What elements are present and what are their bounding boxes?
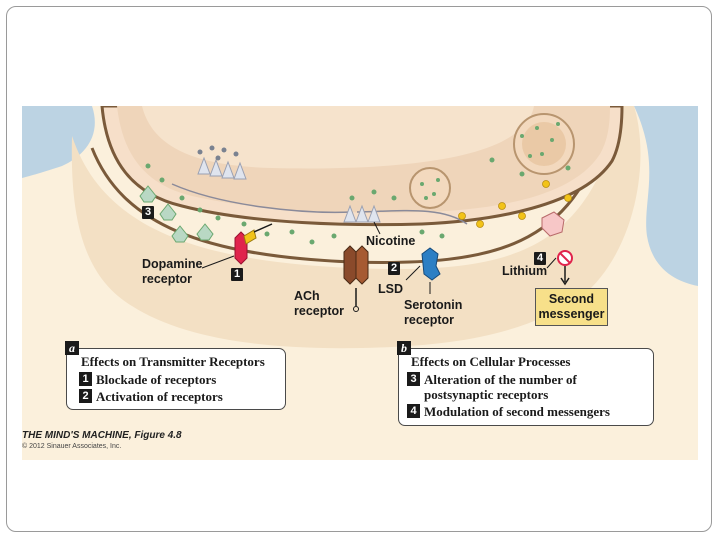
second-messenger-line2: messenger — [538, 307, 605, 321]
ach-ion — [353, 306, 359, 312]
terminal-cytoplasm — [142, 106, 534, 169]
serotonin-receptor-shape — [421, 247, 441, 281]
panel-a-item-2: 2 Activation of receptors — [79, 389, 223, 404]
transmitter-dots-green — [145, 122, 571, 245]
dopamine-leader — [201, 255, 235, 269]
dopamine-blocker-shape — [243, 229, 257, 245]
panel-receptor-effects: a Effects on Transmitter Receptors 1 Bloc… — [65, 341, 286, 410]
panel-b-item-2: postsynaptic receptors — [424, 387, 548, 402]
panel-a-item-1-num: 1 — [79, 372, 92, 386]
glia-right — [634, 106, 698, 286]
transmitter-dots-yellow — [458, 180, 572, 228]
figure-credit-title: THE MIND'S MACHINE, Figure 4.8 — [22, 430, 182, 441]
lithium-inhibit-slash — [559, 252, 571, 264]
panel-a-title: Effects on Transmitter Receptors — [81, 354, 265, 369]
panel-b-item-3: 4 Modulation of second messengers — [407, 404, 610, 419]
transmitter-dots-grey — [197, 145, 239, 161]
reuptake-path-left — [171, 183, 353, 214]
dopamine-receptor-shape — [234, 231, 248, 265]
panel-b-item-1-text: Alteration of the number of — [424, 372, 577, 387]
label-lsd: LSD — [378, 282, 403, 296]
label-nicotine: Nicotine — [366, 234, 416, 248]
transporters-lower — [343, 204, 381, 223]
nicotine-leader — [373, 221, 381, 235]
label-dopamine-receptor: receptor — [142, 272, 193, 286]
panel-b-title: Effects on Cellular Processes — [411, 354, 571, 369]
panel-a-item-1-text: Blockade of receptors — [96, 372, 217, 387]
panel-a-item-2-text: Activation of receptors — [96, 389, 223, 404]
marker-1: 1 — [231, 268, 243, 281]
lithium-leader — [546, 257, 557, 269]
label-serotonin-receptor: receptor — [404, 313, 455, 327]
vesicle-large-inner — [522, 122, 566, 166]
panel-a-item-1: 1 Blockade of receptors — [79, 372, 216, 387]
label-ach: ACh — [294, 289, 320, 303]
panel-b-item-3-num: 4 — [407, 404, 420, 418]
panel-b-item-2-text: postsynaptic receptors — [424, 387, 549, 402]
panel-cellular-effects: b Effects on Cellular Processes 3 Alterat… — [397, 341, 654, 426]
panel-b-item-1-num: 3 — [407, 372, 420, 386]
second-messenger-protein — [541, 211, 565, 237]
postsynaptic-membrane — [71, 106, 641, 349]
panel-b-letter: b — [397, 341, 411, 355]
panel-a-item-2-num: 2 — [79, 389, 92, 403]
reuptake-path-right — [356, 209, 468, 225]
marker-2: 2 — [388, 262, 400, 275]
ach-receptor-shape-right — [355, 245, 369, 285]
panel-a-letter: a — [65, 341, 79, 355]
label-ach-receptor: receptor — [294, 304, 345, 318]
marker-4: 4 — [534, 252, 546, 265]
label-lithium: Lithium — [502, 264, 548, 278]
panel-b-item-1: 3 Alteration of the number of — [407, 372, 577, 387]
vesicles-green — [139, 185, 214, 243]
marker-3: 3 — [142, 206, 154, 219]
second-messenger-box: Second messenger — [535, 288, 608, 326]
transporters-upper — [197, 156, 247, 180]
label-dopamine: Dopamine — [142, 257, 203, 271]
panel-b-item-3-text: Modulation of second messengers — [424, 404, 610, 419]
second-messenger-arrow-head — [560, 277, 570, 286]
dopamine-arrow — [253, 223, 273, 233]
lsd-leader — [405, 265, 421, 281]
figure-credit-copyright: © 2012 Sinauer Associates, Inc. — [22, 443, 122, 450]
label-serotonin: Serotonin — [404, 298, 463, 312]
ach-receptor-shape-left — [343, 245, 357, 285]
vesicle-fusing — [409, 167, 451, 209]
glia-left — [22, 106, 95, 178]
second-messenger-line1: Second — [548, 292, 595, 306]
